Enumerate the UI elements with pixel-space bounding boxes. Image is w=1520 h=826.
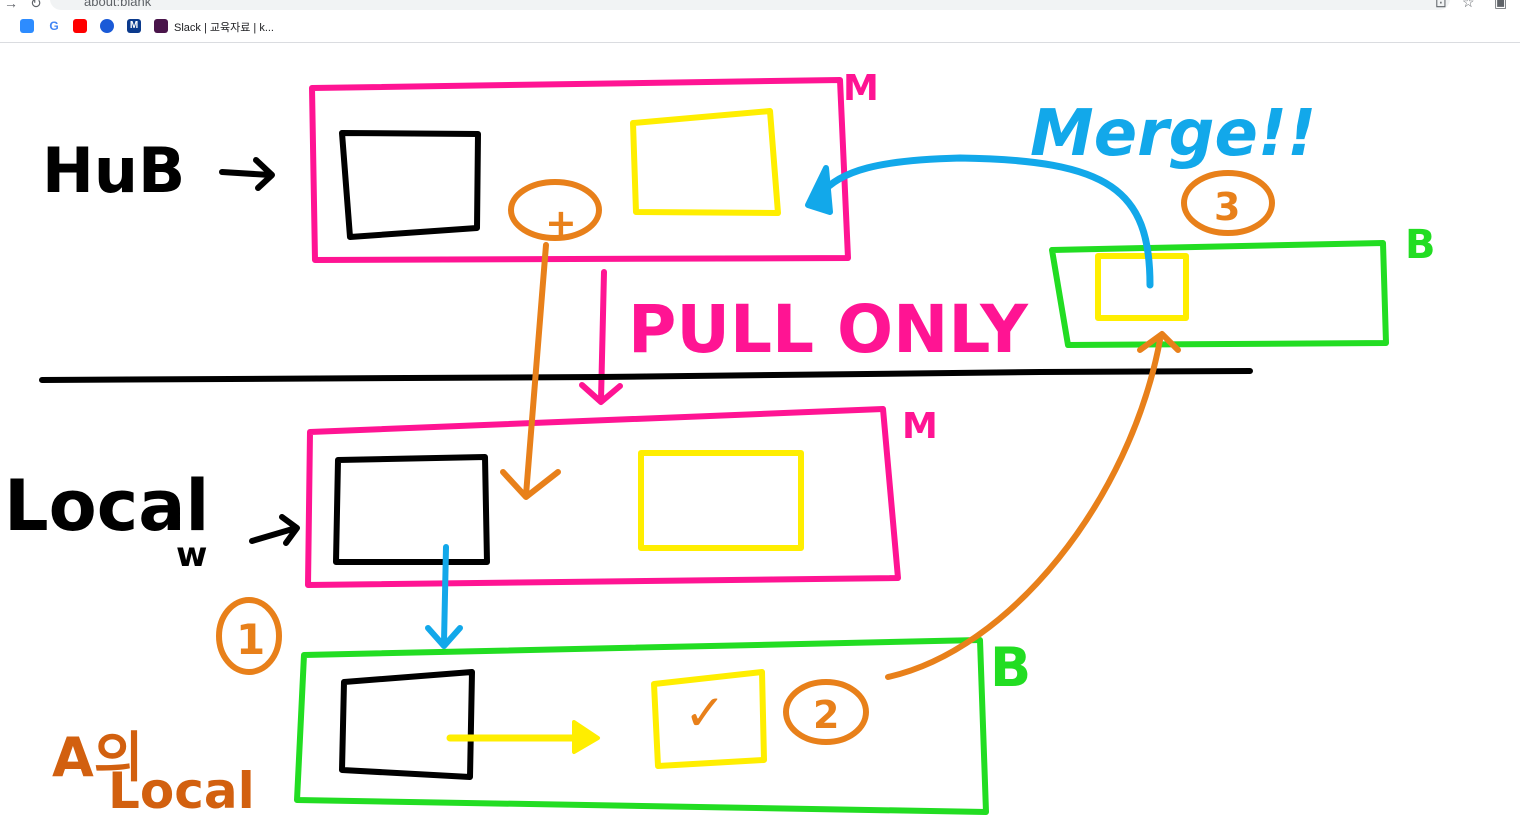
push-arrowhead xyxy=(1137,331,1181,353)
a-local-label-line2: Local xyxy=(108,762,255,820)
step2-circle xyxy=(783,679,869,745)
pull-commit-arrow xyxy=(500,242,561,500)
local-main-branch-box xyxy=(305,406,901,588)
pull-only-arrow xyxy=(579,269,623,405)
merge-label: Merge!! xyxy=(1030,97,1316,171)
checkmark: ✓ xyxy=(684,684,726,742)
local-feature-branch-box xyxy=(294,637,989,815)
youtube-icon[interactable] xyxy=(73,19,87,33)
merge-arrow xyxy=(816,154,1154,289)
step3-circle xyxy=(1181,170,1275,236)
slack-icon[interactable] xyxy=(154,19,168,33)
local-main-label: M xyxy=(902,406,938,447)
branch-create-arrow xyxy=(425,544,463,649)
local-feature-black-commit xyxy=(339,669,475,780)
browser-chrome: → ↻ about:blank G M Slack | 교육자료 | k... … xyxy=(0,0,1520,43)
step1-circle xyxy=(216,597,282,675)
pull-only-label: PULL ONLY xyxy=(628,291,1029,368)
local-sub-label: w xyxy=(176,535,207,575)
local-black-commit xyxy=(333,454,490,565)
hub-yellow-commit xyxy=(630,108,781,216)
push-arrow xyxy=(885,337,1163,680)
hub-black-commit xyxy=(339,130,481,240)
zoom-icon[interactable] xyxy=(20,19,34,33)
merge-arrowhead xyxy=(805,165,833,215)
local-yellow-commit xyxy=(638,450,804,551)
plus-sign: + xyxy=(545,201,577,245)
step1-number: 1 xyxy=(236,615,265,664)
address-bar[interactable] xyxy=(50,0,1450,10)
hub-feature-yellow-commit xyxy=(1095,253,1189,321)
forward-icon[interactable]: → xyxy=(4,0,18,11)
commit-arrowhead xyxy=(572,720,600,754)
window-icon[interactable]: ▣ xyxy=(1494,0,1508,10)
drawing-canvas: M HuB + B 3 Merge!! PULL ONLY M Local w … xyxy=(4,68,1436,820)
hub-main-label: M xyxy=(843,68,879,109)
bookmark-slack-label[interactable]: Slack | 교육자료 | k... xyxy=(174,22,274,34)
url-text[interactable]: about:blank xyxy=(84,0,152,9)
step3-number: 3 xyxy=(1214,185,1240,229)
google-icon[interactable]: G xyxy=(47,19,61,33)
hub-main-branch-box xyxy=(309,77,851,263)
a-local-label-line1: A의 xyxy=(52,726,143,789)
hub-label: HuB xyxy=(42,134,185,207)
plus-circle xyxy=(508,179,602,241)
local-pointer-arrow xyxy=(249,514,300,546)
hub-local-divider xyxy=(39,368,1253,383)
step2-number: 2 xyxy=(813,693,839,737)
local-label: Local xyxy=(4,465,209,547)
blue-swirl-icon[interactable] xyxy=(100,19,114,33)
local-feature-yellow-commit xyxy=(651,669,767,769)
hub-feature-branch-box xyxy=(1049,240,1389,348)
m-icon[interactable]: M xyxy=(127,19,141,33)
hub-pointer-arrow xyxy=(219,157,275,191)
hub-feature-label: B xyxy=(1405,222,1436,268)
star-icon[interactable]: ☆ xyxy=(1462,0,1475,10)
share-icon[interactable]: ⊡ xyxy=(1435,0,1447,10)
reload-icon[interactable]: ↻ xyxy=(30,0,42,11)
local-feature-label: B xyxy=(990,636,1031,699)
